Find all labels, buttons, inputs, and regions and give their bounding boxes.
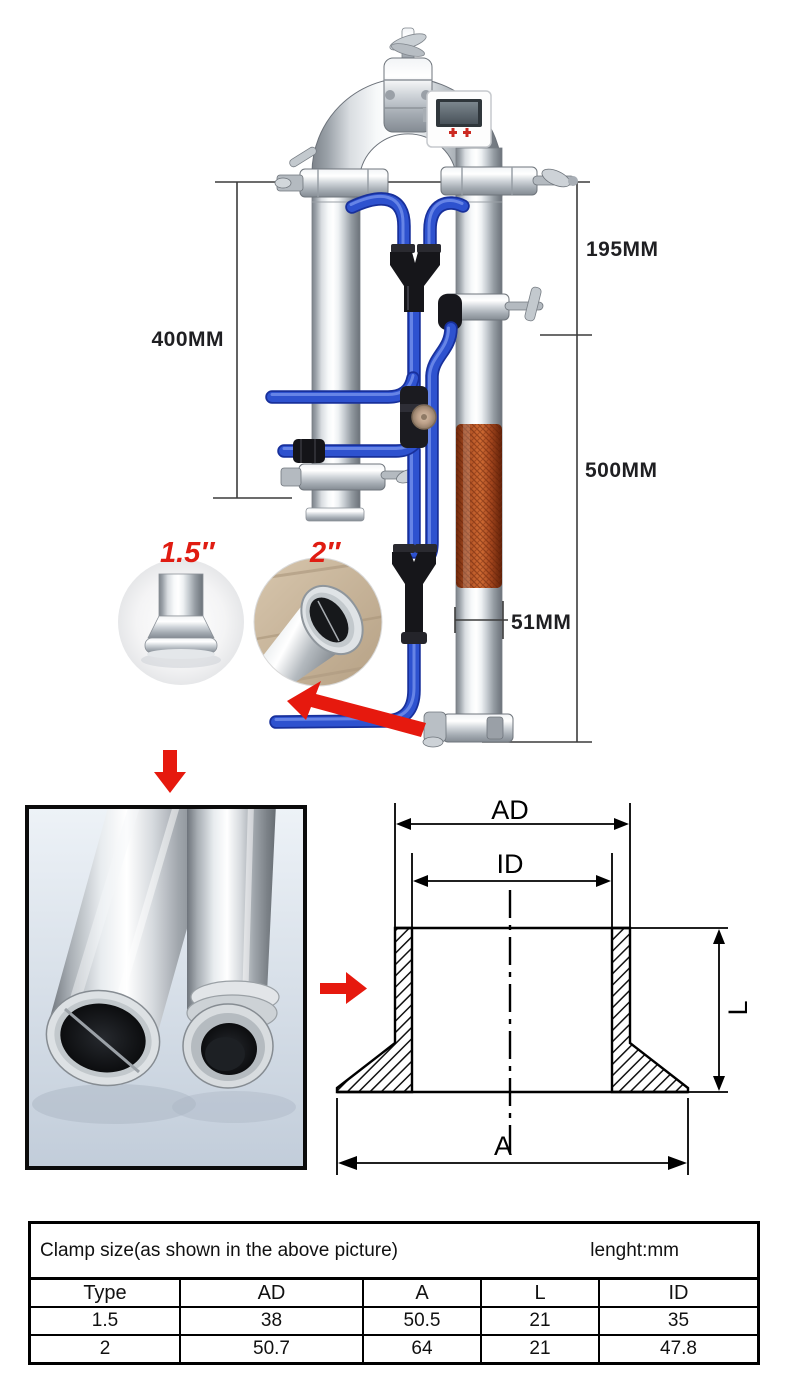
cell-a-2: 64	[364, 1336, 482, 1362]
clamp-size-table: Clamp size(as shown in the above picture…	[28, 1221, 760, 1365]
pipe-small	[182, 809, 280, 1089]
cell-l-2: 21	[482, 1336, 600, 1362]
ferrule-drawing-box: AD ID L	[315, 795, 790, 1190]
table-grid: Type AD A L ID 1.5 38 50.5 21 35 2 50.7 …	[31, 1280, 757, 1362]
left-lower-clamp	[280, 463, 420, 491]
bottom-flange-clamp	[422, 711, 514, 748]
apparatus-photo: 195MM 400MM 500MM 51MM	[118, 27, 659, 793]
red-left-arrow	[287, 681, 426, 737]
table-unit-note: lenght:mm	[590, 1239, 679, 1261]
cell-l-1: 21	[482, 1308, 600, 1336]
inset-ferrule-1-5	[118, 559, 244, 685]
dim-label-500: 500MM	[585, 459, 658, 482]
col-header-a: A	[364, 1280, 482, 1308]
left-top-clamp	[274, 146, 389, 198]
table-header-row: Clamp size(as shown in the above picture…	[31, 1224, 757, 1280]
tube-inline-fitting	[293, 439, 325, 463]
drawing-label-a: A	[494, 1131, 512, 1161]
thermometer-red-marks	[449, 128, 471, 137]
pipes-photo	[29, 809, 303, 1166]
table-title: Clamp size(as shown in the above picture…	[40, 1239, 399, 1261]
pipes-photo-frame	[25, 805, 307, 1170]
cell-ad-2: 50.7	[181, 1336, 364, 1362]
cell-type-1: 1.5	[31, 1308, 181, 1336]
drawing-label-l: L	[723, 1000, 753, 1015]
dim-label-51: 51MM	[511, 611, 571, 634]
col-header-type: Type	[31, 1280, 181, 1308]
inset-ferrule-2	[253, 557, 383, 687]
col-header-id: ID	[600, 1280, 757, 1308]
left-column-end-cap	[305, 507, 365, 522]
dim-51-ticks	[454, 601, 508, 639]
y-fitting-lower	[392, 544, 437, 644]
ferrule-body	[335, 926, 690, 1094]
y-fitting-upper	[390, 244, 441, 312]
pipe-large	[45, 809, 221, 1087]
dim-label-195: 195MM	[586, 238, 659, 261]
right-column-elbow-fitting	[438, 294, 462, 330]
apex-tri-clamp	[383, 27, 433, 133]
red-down-arrow	[154, 750, 186, 793]
cell-type-2: 2	[31, 1336, 181, 1362]
thermometer-display	[423, 90, 492, 148]
col-header-ad: AD	[181, 1280, 364, 1308]
inset-label-2: 2″	[309, 537, 341, 569]
drawing-label-id: ID	[497, 849, 524, 879]
cell-id-1: 35	[600, 1308, 757, 1336]
right-top-clamp	[440, 166, 578, 196]
inset-label-1-5: 1.5″	[160, 537, 215, 569]
inline-valve	[400, 386, 437, 448]
cell-a-1: 50.5	[364, 1308, 482, 1336]
cell-ad-1: 38	[181, 1308, 364, 1336]
ferrule-drawing: AD ID L	[320, 795, 753, 1175]
col-header-l: L	[482, 1280, 600, 1308]
drawing-label-ad: AD	[491, 795, 529, 825]
copper-mesh-section	[456, 424, 502, 588]
red-right-arrow	[320, 972, 367, 1004]
cell-id-2: 47.8	[660, 1338, 697, 1359]
dim-label-400: 400MM	[151, 328, 224, 351]
